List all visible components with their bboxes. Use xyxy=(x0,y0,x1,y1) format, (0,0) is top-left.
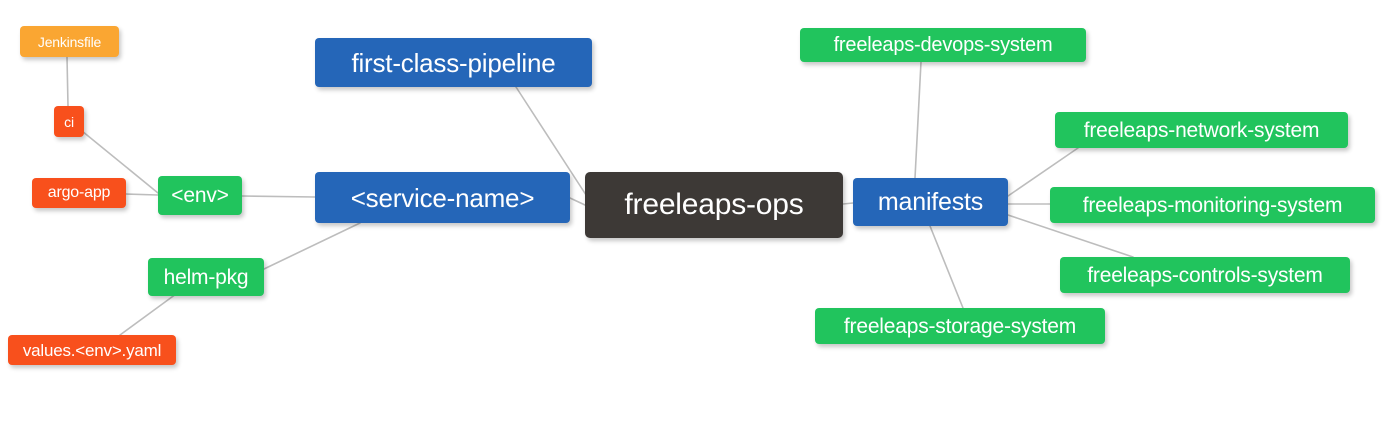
mindmap-node-freeleaps-network-system[interactable]: freeleaps-network-system xyxy=(1055,112,1348,148)
node-label: first-class-pipeline xyxy=(351,47,556,78)
mindmap-node-service-name[interactable]: <service-name> xyxy=(315,172,570,223)
edge-service-helm xyxy=(263,222,361,270)
edge-root-manifests xyxy=(842,202,854,205)
edge-helm-values xyxy=(119,293,177,336)
node-label: Jenkinsfile xyxy=(37,33,102,50)
mindmap-node-manifests[interactable]: manifests xyxy=(853,178,1008,226)
mindmap-node-jenkinsfile[interactable]: Jenkinsfile xyxy=(20,26,119,57)
edge-manifests-devops xyxy=(914,61,922,179)
mindmap-node-freeleaps-storage-system[interactable]: freeleaps-storage-system xyxy=(815,308,1105,344)
mindmap-node-root[interactable]: freeleaps-ops xyxy=(585,172,843,238)
node-label: freeleaps-ops xyxy=(624,188,804,221)
node-label: values.<env>.yaml xyxy=(22,340,162,360)
edge-service-env xyxy=(241,195,316,198)
mindmap-node-freeleaps-devops-system[interactable]: freeleaps-devops-system xyxy=(800,28,1086,62)
node-label: argo-app xyxy=(47,184,111,201)
mindmap-node-first-class-pipeline[interactable]: first-class-pipeline xyxy=(315,38,592,87)
mindmap-node-values-env-yaml[interactable]: values.<env>.yaml xyxy=(8,335,176,365)
mindmap-node-freeleaps-controls-system[interactable]: freeleaps-controls-system xyxy=(1060,257,1350,293)
node-label: <service-name> xyxy=(350,182,535,213)
node-label: ci xyxy=(64,113,74,130)
mindmap-node-freeleaps-monitoring-system[interactable]: freeleaps-monitoring-system xyxy=(1050,187,1375,223)
edge-manifests-storage xyxy=(929,225,964,309)
mindmap-node-ci[interactable]: ci xyxy=(54,106,84,137)
edge-ci-jenkinsfile xyxy=(66,56,69,107)
node-label: manifests xyxy=(877,187,984,216)
mindmap-node-argo-app[interactable]: argo-app xyxy=(32,178,126,208)
node-label: freeleaps-network-system xyxy=(1083,118,1320,142)
node-label: <env> xyxy=(171,184,229,207)
node-label: freeleaps-monitoring-system xyxy=(1082,193,1343,217)
edge-root-service-name xyxy=(569,197,586,206)
node-label: freeleaps-storage-system xyxy=(843,314,1077,338)
edge-env-argo xyxy=(125,193,159,196)
node-label: freeleaps-controls-system xyxy=(1087,263,1323,287)
node-label: helm-pkg xyxy=(163,265,249,289)
mindmap-node-helm-pkg[interactable]: helm-pkg xyxy=(148,258,264,296)
mindmap-node-env[interactable]: <env> xyxy=(158,176,242,215)
node-label: freeleaps-devops-system xyxy=(833,34,1053,56)
